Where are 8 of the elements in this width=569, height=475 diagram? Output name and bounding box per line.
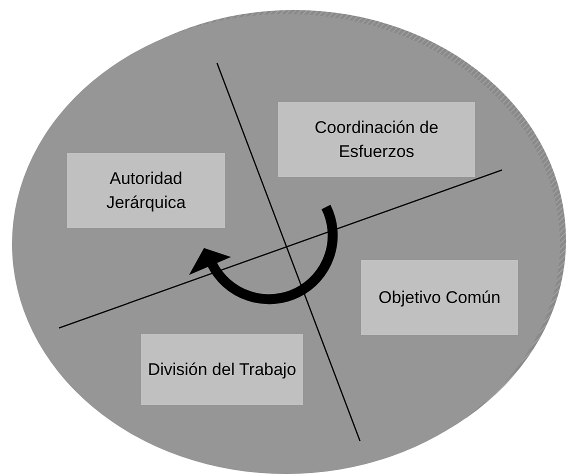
concept-box [278, 102, 475, 177]
concept-box [141, 334, 303, 405]
box-label: Objetivo Común [378, 286, 500, 308]
concept-box [67, 153, 225, 228]
box-label: Autoridad Jerárquica [105, 168, 187, 214]
box-label: Coordinación de Esfuerzos [314, 116, 440, 162]
box-label: División del Trabajo [148, 358, 296, 380]
concept-box [361, 260, 518, 335]
